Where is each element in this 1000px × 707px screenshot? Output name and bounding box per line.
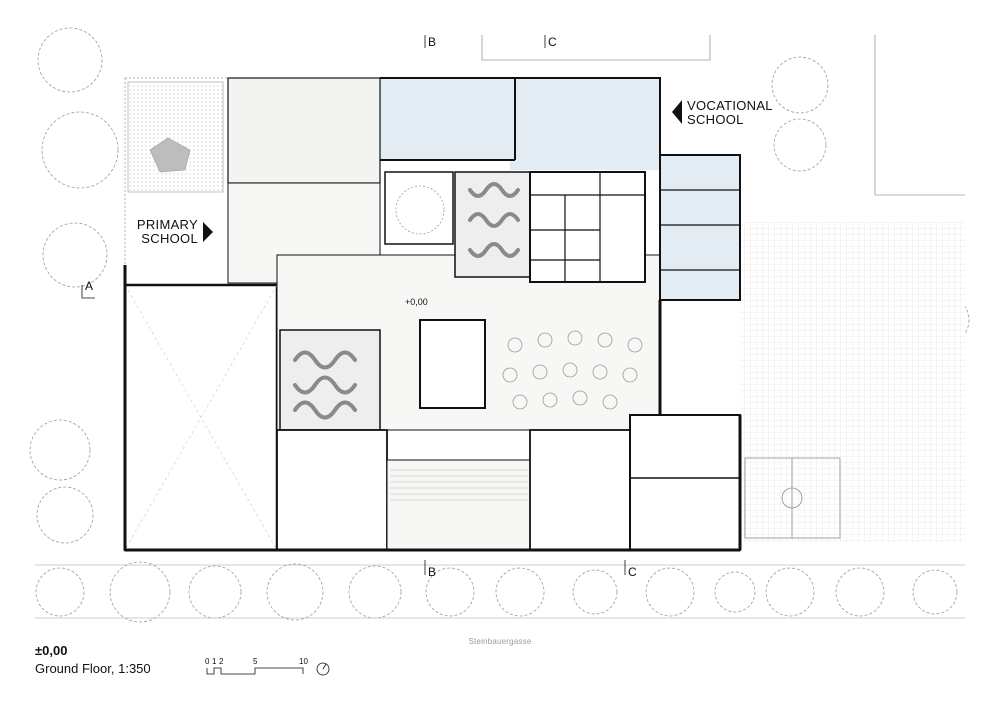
- neighbour-outlines: [481, 35, 965, 196]
- primary-school-label-2: SCHOOL: [141, 231, 198, 246]
- nw-play-area: [127, 81, 224, 193]
- wavy-bench-west: [293, 350, 357, 420]
- street-edges: [35, 564, 965, 619]
- south-east-classrooms: [629, 414, 741, 551]
- sports-field: [744, 457, 841, 539]
- scale-tick-0: 0: [205, 657, 210, 666]
- scale-bar: 0 1 2 5 10: [205, 657, 330, 676]
- dining-tables: [502, 330, 643, 410]
- north-arrow-needle: [322, 663, 327, 670]
- section-markers: [81, 35, 626, 575]
- vocational-zone: [380, 78, 740, 300]
- scale-tick-10: 10: [299, 657, 308, 666]
- drawing-title: Ground Floor, 1:350: [35, 661, 151, 676]
- vocational-school-label-2: SCHOOL: [687, 112, 744, 127]
- section-c-top: C: [548, 35, 557, 49]
- primary-entrance-arrow: [203, 222, 213, 242]
- section-c-bottom: C: [628, 565, 637, 579]
- wavy-bench-north: [468, 182, 520, 258]
- gym-diagonal-2: [124, 284, 278, 551]
- inner-courtyard: [384, 171, 454, 245]
- primary-school-label-1: PRIMARY: [137, 217, 198, 232]
- vocational-north-walls: [380, 77, 661, 161]
- stairs-south: [390, 469, 528, 501]
- sanitary-partitions: [530, 172, 645, 282]
- south-stair-hall: [386, 459, 531, 551]
- trees-west: [29, 27, 119, 544]
- north-arrow-icon: [316, 662, 330, 676]
- scale-tick-1: 1: [212, 657, 217, 666]
- courtyard-tree: [395, 185, 445, 235]
- scale-line: [206, 667, 304, 675]
- level-marker: +0,00: [405, 297, 428, 307]
- trees-street: [35, 561, 958, 623]
- section-b-bottom: B: [428, 565, 436, 579]
- drawing-caption: ±0,00 Ground Floor, 1:350: [35, 642, 151, 678]
- section-a: A: [85, 279, 93, 293]
- east-courtyard-paving: [740, 222, 965, 542]
- sanitary-core: [529, 171, 646, 283]
- light-court: [419, 319, 486, 409]
- scale-tick-5: 5: [253, 657, 258, 666]
- primary-north-block: [227, 77, 381, 184]
- vocational-east-rooms: [659, 154, 741, 301]
- section-b-top: B: [428, 35, 436, 49]
- outer-walls: [123, 265, 742, 552]
- south-core: [529, 429, 631, 551]
- vocational-entrance-arrow: [672, 100, 682, 124]
- south-west-rooms: [276, 429, 388, 551]
- nw-play-shape: [149, 137, 191, 173]
- scale-tick-2: 2: [219, 657, 224, 666]
- vocational-school-label-1: VOCATIONAL: [687, 98, 773, 113]
- street-name: Steinbauergasse: [468, 637, 532, 646]
- elevation-label: ±0,00: [35, 643, 68, 658]
